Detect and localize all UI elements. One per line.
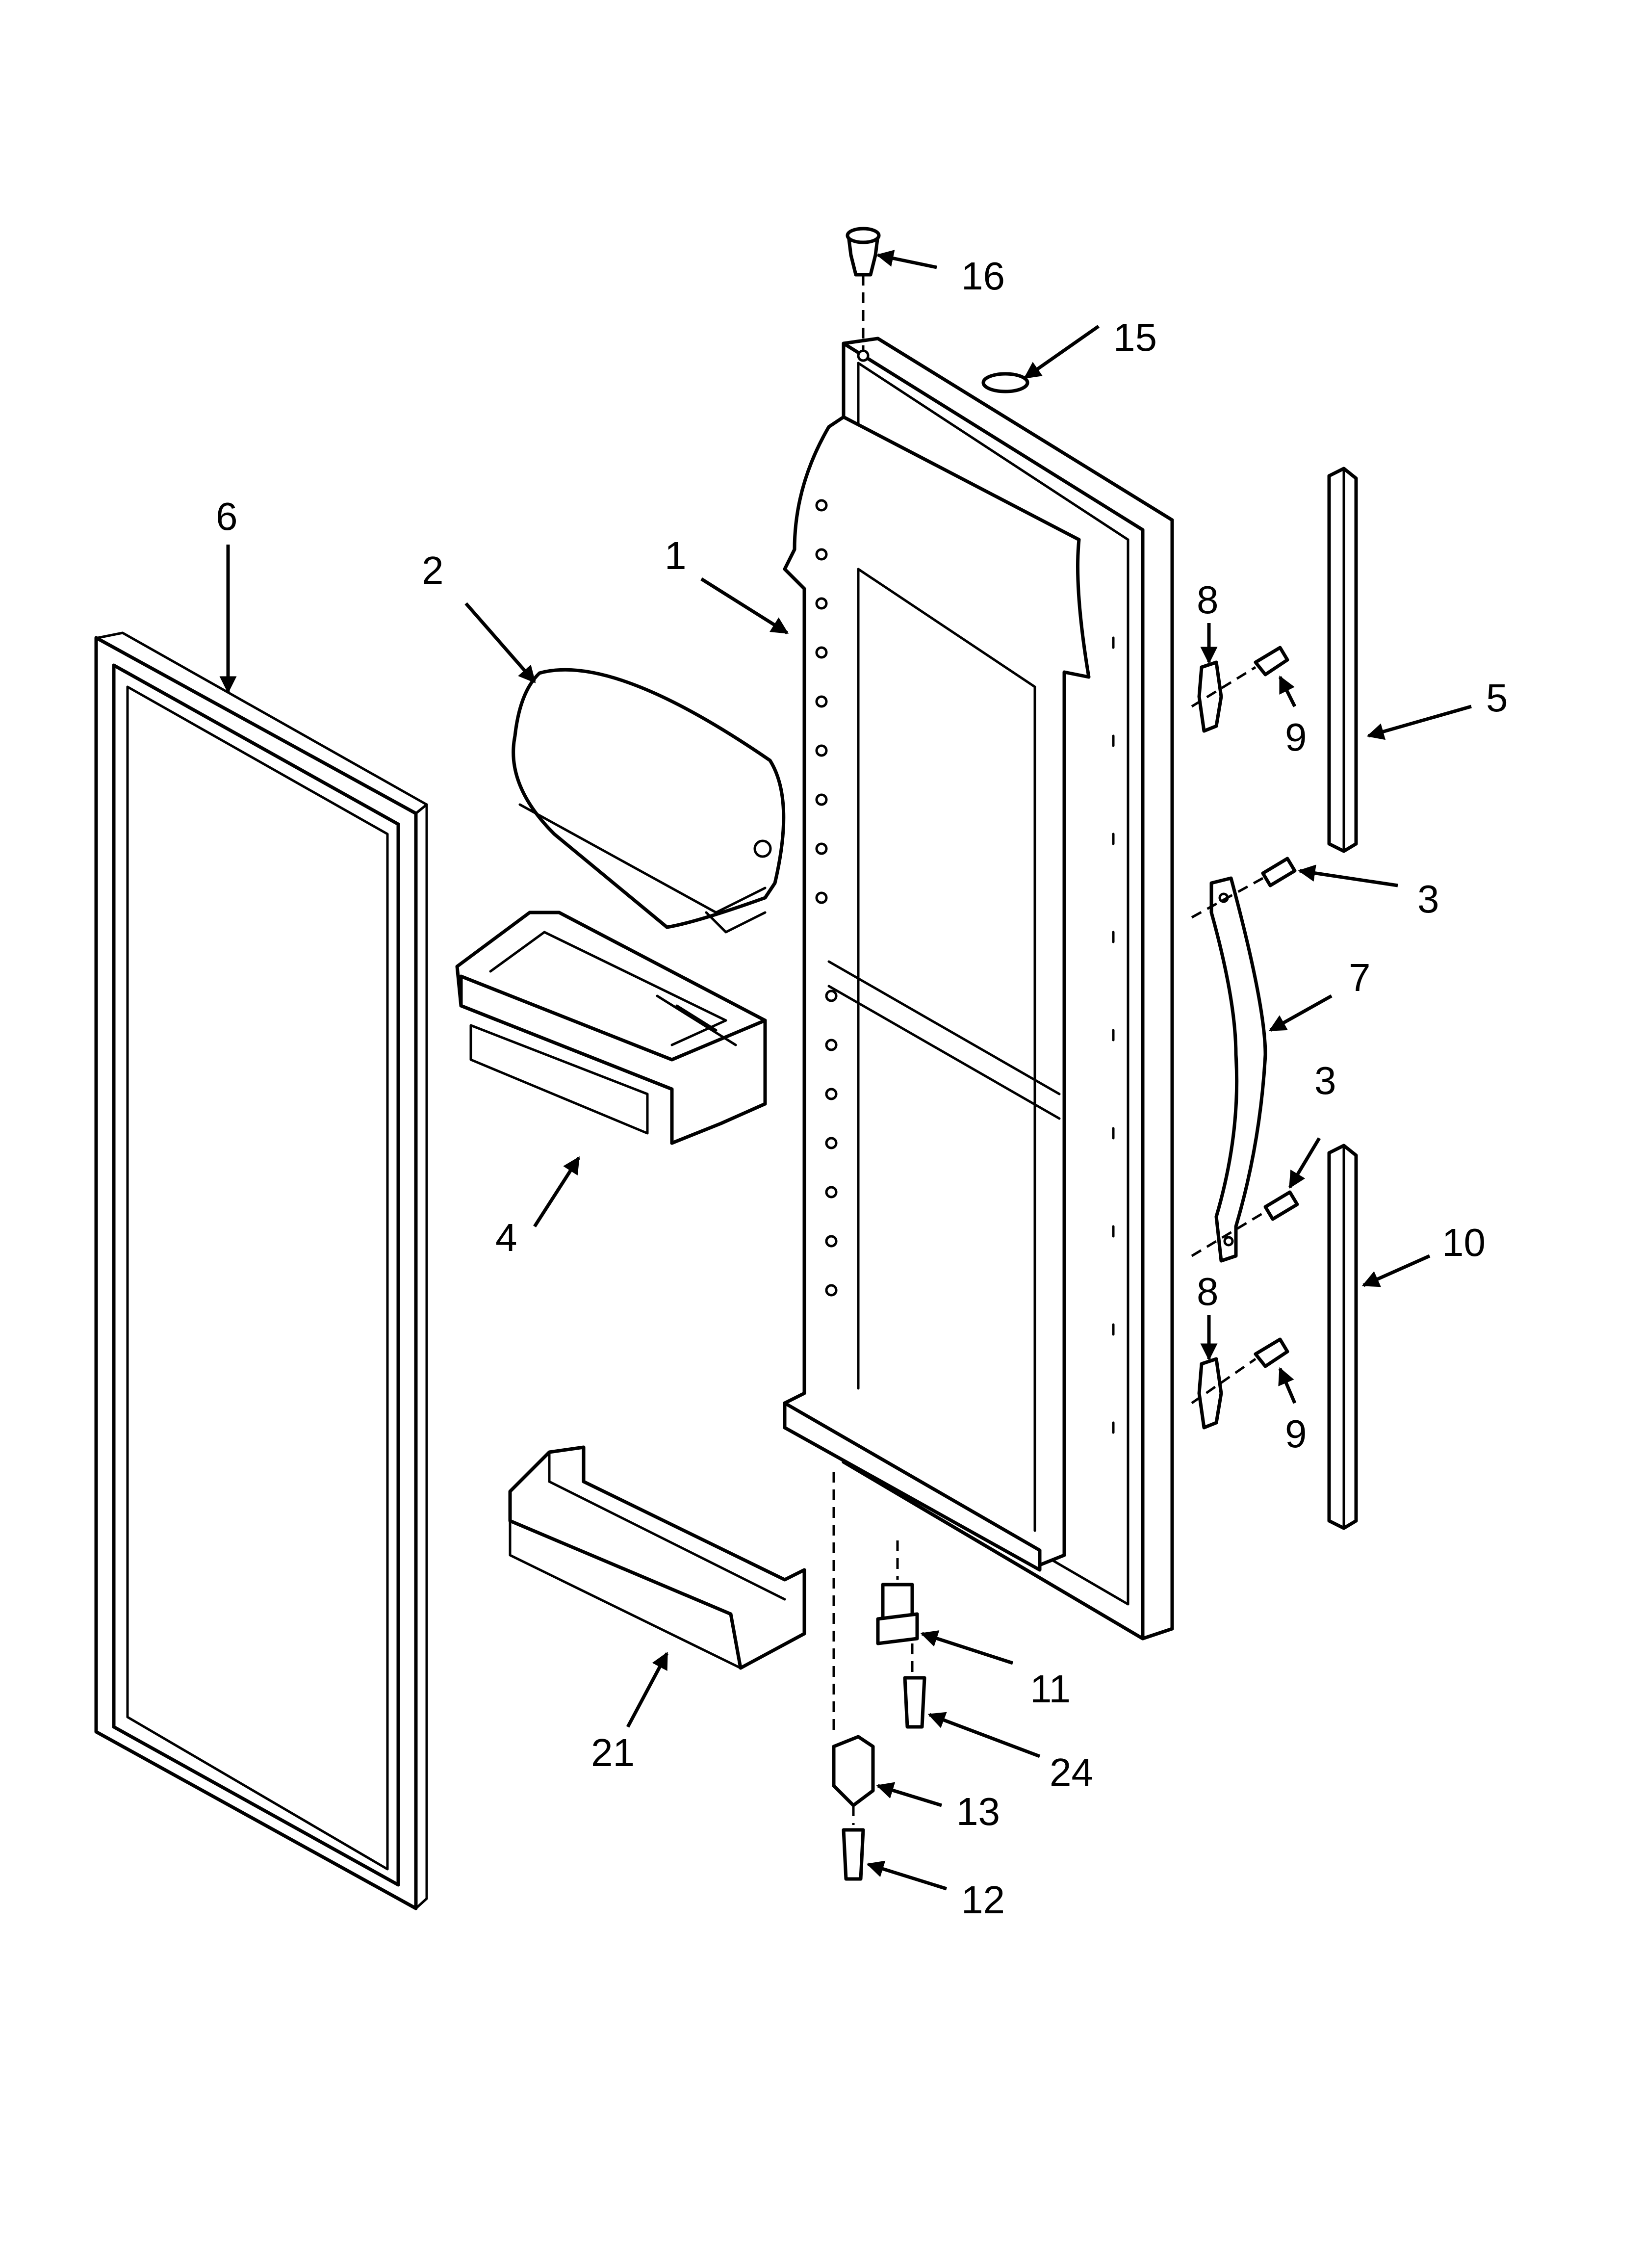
part-4-door-bin bbox=[455, 911, 767, 1145]
part-7-handle bbox=[1209, 876, 1267, 1263]
callout-11: 11 bbox=[1030, 1667, 1071, 1711]
part-9-screw-bottom bbox=[1254, 1337, 1289, 1368]
callout-8-top: 8 bbox=[1197, 578, 1219, 622]
callout-6: 6 bbox=[216, 495, 238, 538]
callout-15: 15 bbox=[1113, 315, 1157, 359]
door-shelf-holes bbox=[815, 499, 838, 1297]
callout-16: 16 bbox=[961, 254, 1005, 298]
part-1-door-assembly bbox=[783, 337, 1174, 1641]
callout-5: 5 bbox=[1486, 676, 1508, 720]
callout-2: 2 bbox=[422, 548, 444, 592]
part-6-door-gasket bbox=[94, 631, 428, 1910]
callout-21: 21 bbox=[591, 1731, 635, 1774]
part-3-screw-lower bbox=[1263, 1190, 1299, 1221]
assembly-lines bbox=[832, 275, 1266, 1825]
part-24-screw bbox=[903, 1676, 926, 1729]
callout-3-upper: 3 bbox=[1417, 877, 1439, 921]
part-8-hinge-clip-bottom bbox=[1197, 1357, 1223, 1430]
callout-12: 12 bbox=[961, 1878, 1005, 1922]
part-5-trim-top bbox=[1327, 467, 1358, 853]
leader-arrows bbox=[219, 250, 1472, 1891]
callout-3-lower: 3 bbox=[1314, 1059, 1336, 1102]
part-15-cap bbox=[981, 372, 1029, 393]
callout-8-bottom: 8 bbox=[1197, 1270, 1219, 1313]
callout-9-bottom: 9 bbox=[1285, 1412, 1307, 1456]
part-16-plug bbox=[846, 227, 881, 277]
callout-10: 10 bbox=[1442, 1221, 1486, 1264]
callout-24: 24 bbox=[1050, 1750, 1093, 1794]
part-8-hinge-clip-top bbox=[1197, 660, 1223, 733]
part-9-screw-top bbox=[1254, 646, 1289, 677]
part-12-screw bbox=[842, 1828, 865, 1881]
callout-7: 7 bbox=[1349, 956, 1371, 999]
part-3-screw-upper bbox=[1261, 857, 1297, 887]
callout-1: 1 bbox=[665, 534, 687, 577]
part-2-dairy-door bbox=[512, 668, 786, 934]
part-10-trim-bottom bbox=[1327, 1144, 1358, 1530]
callout-9-top: 9 bbox=[1285, 715, 1307, 759]
part-11-hinge-pin bbox=[876, 1583, 919, 1645]
callout-labels: 16 15 6 2 1 8 9 5 3 7 3 4 10 8 9 11 24 2… bbox=[216, 254, 1508, 1922]
part-21-door-rail bbox=[508, 1445, 806, 1670]
part-13-bracket bbox=[832, 1735, 875, 1807]
callout-4: 4 bbox=[495, 1216, 517, 1259]
callout-13: 13 bbox=[956, 1790, 1000, 1833]
